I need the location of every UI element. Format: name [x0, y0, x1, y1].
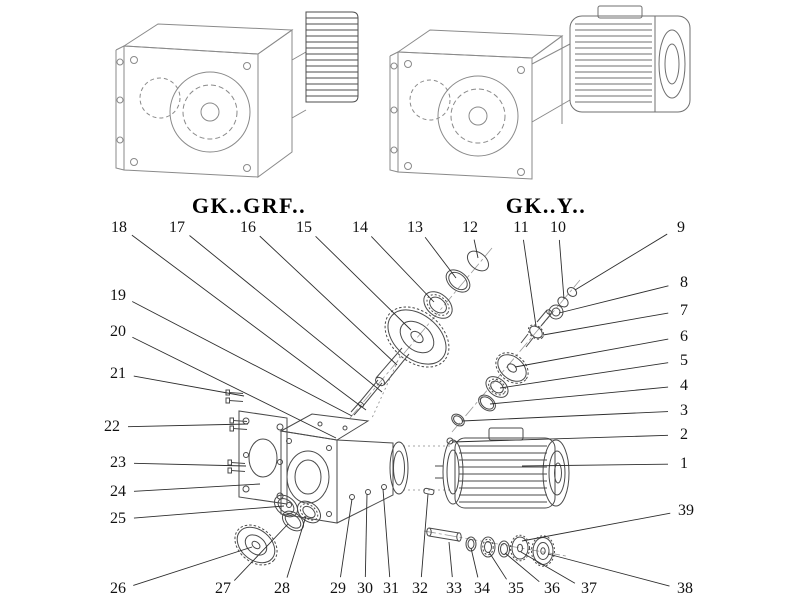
part-number-39: 39: [677, 502, 695, 519]
leader-line-14: [370, 236, 435, 303]
leader-line-20: [132, 336, 337, 439]
leader-line-10: [558, 239, 565, 300]
leader-line-26: [133, 546, 253, 586]
leader-line-39: [521, 512, 671, 542]
gearbox-y-drawing: [389, 29, 571, 180]
leader-line-7: [542, 312, 669, 336]
leader-line-24: [133, 483, 261, 492]
leader-line-27: [233, 523, 289, 581]
part-number-14: 14: [351, 219, 369, 236]
part-number-2: 2: [679, 426, 689, 443]
leader-line-9: [574, 233, 668, 291]
part-number-17: 17: [168, 219, 186, 236]
part-number-13: 13: [406, 219, 424, 236]
leader-line-34: [470, 547, 479, 578]
part-number-21: 21: [109, 365, 127, 382]
leader-line-17: [189, 235, 383, 393]
fastening-screws: [225, 389, 248, 474]
part-number-26: 26: [109, 580, 127, 597]
leader-line-30: [364, 493, 368, 578]
part-number-4: 4: [679, 377, 689, 394]
pinion-shaft-stack: [451, 287, 578, 427]
seal-bearing-gear-group: [234, 494, 322, 566]
part-number-16: 16: [239, 219, 257, 236]
part-number-5: 5: [679, 352, 689, 369]
motor-exploded: [435, 427, 570, 509]
part-number-18: 18: [110, 219, 128, 236]
leader-line-25: [133, 505, 285, 519]
part-number-36: 36: [543, 580, 561, 597]
part-number-30: 30: [356, 580, 374, 597]
part-number-19: 19: [109, 287, 127, 304]
part-number-25: 25: [109, 510, 127, 527]
part-number-38: 38: [676, 580, 694, 597]
part-number-12: 12: [461, 219, 479, 236]
part-number-11: 11: [512, 219, 530, 236]
leader-line-12: [473, 239, 479, 259]
leader-line-1: [521, 463, 669, 467]
leader-line-37: [520, 551, 576, 584]
part-number-23: 23: [109, 454, 127, 471]
leader-line-18: [131, 234, 367, 411]
gearbox-grf-drawing: [115, 23, 307, 178]
part-number-35: 35: [507, 580, 525, 597]
leader-line-8: [558, 285, 669, 314]
leader-line-38: [547, 553, 670, 587]
leader-line-32: [420, 493, 429, 578]
leader-line-13: [424, 237, 457, 279]
part-number-33: 33: [445, 580, 463, 597]
leader-line-23: [133, 462, 247, 467]
leader-line-16: [259, 235, 398, 366]
leader-line-29: [340, 498, 353, 578]
input-shaft: [350, 347, 410, 416]
part-number-15: 15: [295, 219, 313, 236]
leader-line-28: [286, 515, 307, 578]
leader-line-19: [132, 301, 353, 417]
leader-lines-layer: [127, 233, 671, 587]
big-gear-and-bearing-stack: [384, 250, 490, 368]
leader-line-31: [382, 488, 391, 578]
part-number-31: 31: [382, 580, 400, 597]
leader-line-36: [504, 552, 540, 583]
leader-line-4: [489, 386, 669, 405]
part-number-3: 3: [679, 402, 689, 419]
flange-plate: [238, 410, 288, 505]
leader-line-3: [461, 411, 669, 422]
leader-line-33: [448, 541, 453, 578]
model-label-gk-y: GK..Y..: [505, 193, 587, 218]
grf-fin-cap: [305, 11, 359, 103]
part-number-27: 27: [214, 580, 232, 597]
part-number-32: 32: [411, 580, 429, 597]
part-number-1: 1: [679, 455, 689, 472]
part-number-6: 6: [679, 328, 689, 345]
part-number-20: 20: [109, 323, 127, 340]
leader-line-11: [522, 239, 537, 327]
part-number-24: 24: [109, 483, 127, 500]
motor-y-drawing: [569, 5, 691, 113]
part-number-28: 28: [273, 580, 291, 597]
leader-line-35: [488, 551, 507, 580]
leader-line-22: [127, 423, 249, 428]
part-number-9: 9: [676, 219, 686, 236]
leader-line-15: [315, 235, 412, 331]
leader-line-5: [499, 362, 669, 389]
part-number-8: 8: [679, 274, 689, 291]
part-number-10: 10: [549, 219, 567, 236]
leader-line-21: [133, 375, 245, 397]
part-number-37: 37: [580, 580, 598, 597]
part-number-34: 34: [473, 580, 491, 597]
part-number-22: 22: [103, 418, 121, 435]
leader-line-2: [451, 434, 669, 443]
part-number-29: 29: [329, 580, 347, 597]
part-number-7: 7: [679, 302, 689, 319]
leader-line-6: [514, 338, 669, 368]
model-label-gk-grf: GK..GRF..: [191, 193, 307, 218]
